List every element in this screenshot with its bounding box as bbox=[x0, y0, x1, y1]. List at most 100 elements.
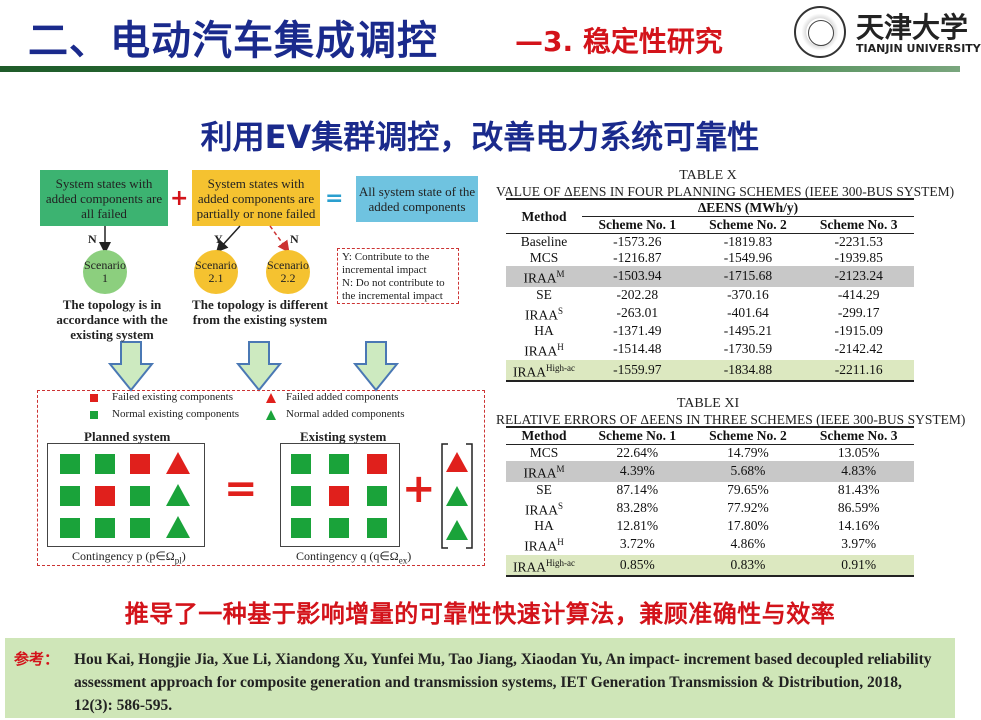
added-components-bracket bbox=[441, 443, 473, 549]
university-name-cn: 天津大学 bbox=[856, 11, 969, 44]
col-scheme-1: Scheme No. 1 bbox=[598, 428, 677, 443]
component-triangle bbox=[166, 452, 190, 474]
value-cell: -299.17 bbox=[837, 304, 880, 320]
value-cell: 3.97% bbox=[841, 536, 877, 552]
value-cell: -202.28 bbox=[616, 286, 659, 302]
method-cell: SE bbox=[536, 286, 552, 302]
col-method: Method bbox=[506, 199, 582, 234]
value-cell: 79.65% bbox=[727, 481, 769, 497]
method-cell: SE bbox=[536, 481, 552, 497]
university-seal-icon bbox=[794, 6, 846, 58]
page-subtitle-section: —3. 稳定性研究 bbox=[515, 25, 723, 58]
component-square bbox=[95, 518, 115, 538]
component-square bbox=[291, 486, 311, 506]
value-cell: 17.80% bbox=[727, 518, 769, 533]
planned-system-title: Planned system bbox=[84, 429, 171, 444]
component-square bbox=[95, 454, 115, 474]
value-cell: -2211.16 bbox=[803, 359, 914, 381]
value-cell: 14.79% bbox=[727, 445, 769, 460]
value-cell: 83.28% bbox=[616, 499, 659, 515]
component-square bbox=[130, 486, 150, 506]
value-cell: -370.16 bbox=[727, 286, 769, 302]
topology-same-text: The topology is in accordance with the e… bbox=[56, 297, 168, 342]
value-cell: -1715.68 bbox=[692, 266, 804, 287]
plus-operator: + bbox=[170, 186, 189, 211]
col-scheme-2: Scheme No. 2 bbox=[709, 217, 787, 232]
value-cell: -401.64 bbox=[727, 304, 769, 320]
legend-y-text: Y: Contribute to the incremental impact bbox=[342, 251, 430, 276]
value-cell: 5.68% bbox=[692, 461, 804, 482]
table-row: SE 87.14% 79.65% 81.43% bbox=[506, 482, 914, 498]
value-cell: -1559.97 bbox=[582, 359, 693, 381]
legend-failed-added: Failed added components bbox=[286, 391, 399, 403]
value-cell: -2231.53 bbox=[834, 234, 883, 249]
col-scheme-3: Scheme No. 3 bbox=[819, 217, 898, 232]
table-x-title: VALUE OF ΔEENS IN FOUR PLANNING SCHEMES … bbox=[496, 184, 955, 199]
table-xi-caption: TABLE XI bbox=[676, 396, 740, 411]
value-cell: 4.39% bbox=[582, 461, 693, 482]
value-cell: 87.14% bbox=[616, 481, 659, 497]
value-cell: 12.81% bbox=[616, 518, 659, 533]
contingency-p-label: Contingency p (p∈Ωpl) bbox=[72, 549, 186, 566]
slide-heading: 利用EV集群调控，改善电力系统可靠性 bbox=[200, 118, 760, 156]
university-name-en: TIANJIN UNIVERSITY bbox=[856, 42, 981, 55]
reference-panel bbox=[5, 638, 955, 718]
value-cell: -1549.96 bbox=[723, 250, 773, 265]
contribution-legend: Y: Contribute to the incremental impact … bbox=[337, 248, 459, 304]
value-cell: -1514.48 bbox=[613, 341, 662, 357]
failed-added-legend-icon bbox=[266, 393, 276, 403]
component-square bbox=[291, 454, 311, 474]
col-scheme-2: Scheme No. 2 bbox=[709, 428, 787, 443]
value-cell: -2142.42 bbox=[834, 341, 883, 357]
method-cell: IRAAS bbox=[524, 305, 563, 323]
method-cell: IRAAH bbox=[524, 537, 564, 554]
table-x-caption: TABLE X bbox=[679, 168, 737, 183]
plus-big: + bbox=[402, 466, 436, 512]
component-triangle bbox=[166, 516, 190, 538]
value-cell: 81.43% bbox=[837, 481, 880, 497]
component-square bbox=[130, 454, 150, 474]
component-square bbox=[60, 454, 80, 474]
component-square bbox=[367, 486, 387, 506]
page-title: 二、电动汽车集成调控 bbox=[28, 18, 438, 64]
value-cell: -1819.83 bbox=[723, 234, 773, 249]
method-cell: IRAAHigh-ac bbox=[506, 554, 582, 576]
equals-operator: = bbox=[325, 186, 344, 211]
value-cell: 3.72% bbox=[619, 536, 655, 552]
table-row: IRAAM-1503.94-1715.68-2123.24 bbox=[506, 266, 914, 287]
table-x: Method ΔEENS (MWh/y) Scheme No. 1 Scheme… bbox=[506, 198, 914, 382]
branch-label-y: Y bbox=[214, 232, 223, 246]
value-cell: 13.05% bbox=[837, 445, 880, 460]
value-cell: -1216.87 bbox=[613, 250, 662, 265]
value-cell: 0.91% bbox=[803, 554, 914, 576]
table-row: IRAAH 3.72% 4.86% 3.97% bbox=[506, 534, 914, 555]
table-row: IRAAS-263.01-401.64-299.17 bbox=[506, 303, 914, 324]
value-cell: -1573.26 bbox=[613, 234, 662, 249]
legend-failed-existing: Failed existing components bbox=[112, 391, 233, 403]
legend-normal-added: Normal added components bbox=[286, 408, 405, 420]
component-square bbox=[367, 454, 387, 474]
conclusion-text: 推导了一种基于影响增量的可靠性快速计算法，兼顾准确性与效率 bbox=[124, 600, 836, 628]
method-cell: IRAAS bbox=[524, 500, 563, 518]
component-square bbox=[291, 518, 311, 538]
method-cell: IRAAH bbox=[524, 342, 564, 359]
col-scheme-1: Scheme No. 1 bbox=[598, 217, 677, 232]
table-xi: Method Scheme No. 1 Scheme No. 2 Scheme … bbox=[506, 426, 914, 577]
component-square bbox=[329, 454, 349, 474]
value-cell: 4.83% bbox=[803, 461, 914, 482]
contingency-q-label: Contingency q (q∈Ωex) bbox=[296, 549, 412, 566]
col-scheme-3: Scheme No. 3 bbox=[819, 428, 898, 443]
value-cell: 14.16% bbox=[837, 518, 880, 533]
table-row: SE-202.28-370.16-414.29 bbox=[506, 287, 914, 303]
col-group: ΔEENS (MWh/y) bbox=[582, 199, 914, 217]
value-cell: 86.59% bbox=[837, 499, 880, 515]
planned-system-grid bbox=[47, 443, 205, 547]
method-cell: IRAAM bbox=[506, 266, 582, 287]
value-cell: 4.86% bbox=[730, 536, 766, 552]
component-square bbox=[60, 486, 80, 506]
value-cell: -1939.85 bbox=[834, 250, 883, 265]
value-cell: -1915.09 bbox=[834, 323, 883, 338]
table-row: MCS-1216.87-1549.96-1939.85 bbox=[506, 250, 914, 266]
reference-label: 参考： bbox=[14, 650, 60, 668]
scenario-2-2-node: Scenario 2.2 bbox=[266, 250, 310, 294]
